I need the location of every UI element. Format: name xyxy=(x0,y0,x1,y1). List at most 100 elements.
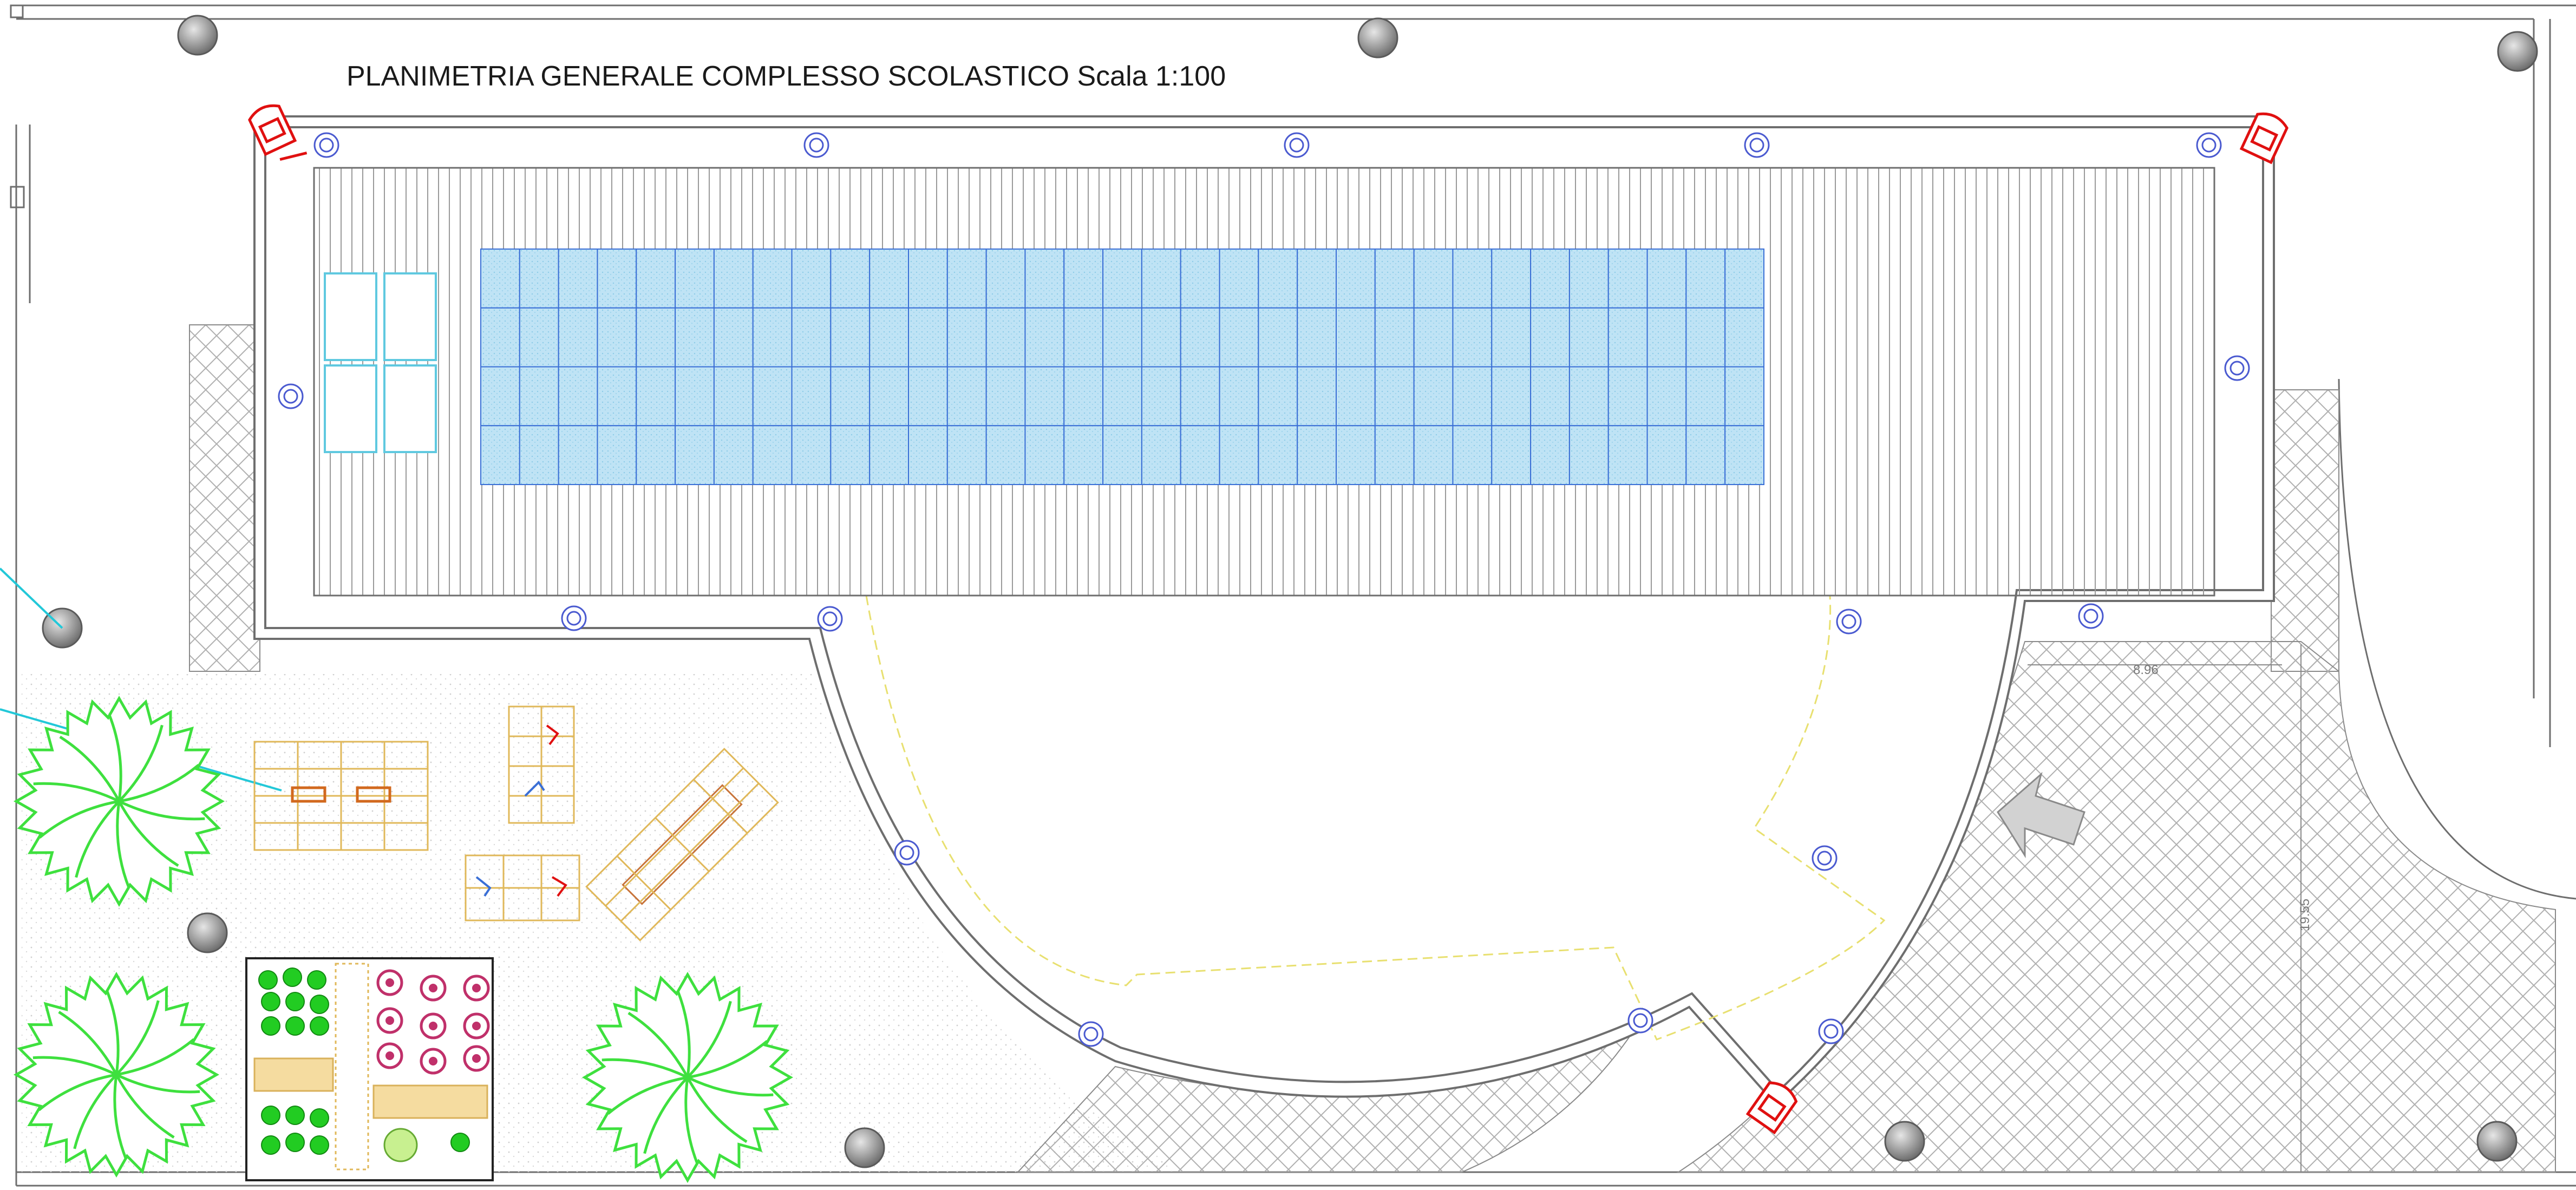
solar-panel xyxy=(752,425,793,485)
solar-panel xyxy=(1024,249,1065,309)
solar-panel xyxy=(1530,425,1570,485)
dimension-width-label: 8.96 xyxy=(2133,663,2159,677)
paving-areas xyxy=(189,324,2556,1173)
solar-panel xyxy=(558,249,598,309)
solar-panel xyxy=(480,366,520,427)
shrub-icon xyxy=(450,1133,470,1152)
solar-panel xyxy=(830,425,871,485)
skylight xyxy=(324,364,377,453)
solar-panel xyxy=(1374,249,1415,309)
solar-panel xyxy=(1607,307,1648,368)
solar-panel xyxy=(1646,307,1687,368)
lamp-post-icon xyxy=(2497,31,2538,72)
solar-panel xyxy=(908,425,948,485)
solar-panel xyxy=(1141,366,1181,427)
security-camera-icon xyxy=(2239,112,2289,165)
solar-panel xyxy=(1607,366,1648,427)
solar-panel xyxy=(597,366,637,427)
solar-panel xyxy=(1336,366,1376,427)
ceiling-light-icon xyxy=(1744,132,1770,158)
light-fixtures xyxy=(278,132,2250,1047)
dimension-height-label: 19.55 xyxy=(2298,899,2312,931)
garden-flowers xyxy=(376,969,490,1075)
solar-panel xyxy=(830,249,871,309)
solar-panel xyxy=(946,307,987,368)
solar-panel xyxy=(675,366,715,427)
solar-panel xyxy=(752,249,793,309)
trees xyxy=(13,695,794,1184)
solar-panel xyxy=(946,425,987,485)
entrance-arrow-icon xyxy=(1997,771,2085,859)
courtyard-dashed-line xyxy=(865,595,1886,1041)
solar-panel xyxy=(1568,249,1609,309)
shrub-icon xyxy=(261,1106,280,1125)
solar-panel xyxy=(1336,307,1376,368)
solar-panel xyxy=(1180,366,1220,427)
lamp-posts xyxy=(42,15,2538,1168)
shrub-icon xyxy=(383,1128,418,1162)
solar-panel xyxy=(675,249,715,309)
ceiling-light-icon xyxy=(2196,132,2222,158)
solar-panel xyxy=(480,307,520,368)
solar-panel xyxy=(1141,307,1181,368)
solar-panel xyxy=(1063,249,1104,309)
dimension-lines xyxy=(2028,644,2302,1172)
solar-panel xyxy=(985,249,1026,309)
tree-icon xyxy=(13,971,220,1178)
solar-panel xyxy=(636,307,676,368)
solar-panel xyxy=(1297,366,1337,427)
shrub-icon xyxy=(310,1108,329,1128)
solar-panel xyxy=(830,307,871,368)
solar-panel xyxy=(1063,366,1104,427)
lamp-post-icon xyxy=(177,15,218,56)
solar-panel xyxy=(946,249,987,309)
drawing-title: PLANIMETRIA GENERALE COMPLESSO SCOLASTIC… xyxy=(346,61,1226,92)
solar-panel xyxy=(1024,307,1065,368)
solar-panel xyxy=(791,249,832,309)
solar-panel xyxy=(636,249,676,309)
solar-panel xyxy=(480,425,520,485)
garden-box xyxy=(245,957,494,1181)
solar-panel xyxy=(1180,307,1220,368)
solar-panel xyxy=(713,425,754,485)
solar-panel xyxy=(1258,366,1298,427)
bench-area xyxy=(253,741,429,851)
solar-panel xyxy=(558,425,598,485)
shrub-icon xyxy=(285,992,305,1011)
solar-panel xyxy=(1102,249,1142,309)
skylight xyxy=(383,364,437,453)
lamp-post-icon xyxy=(1357,17,1398,58)
solar-panel xyxy=(1063,307,1104,368)
solar-panel xyxy=(1141,425,1181,485)
solar-panel xyxy=(1452,307,1493,368)
shrub-icon xyxy=(307,970,326,990)
ceiling-light-icon xyxy=(894,840,920,866)
solar-panel xyxy=(1102,425,1142,485)
solar-panel xyxy=(1219,425,1259,485)
shrub-icon xyxy=(283,967,302,987)
solar-panel xyxy=(636,425,676,485)
solar-panel xyxy=(1297,249,1337,309)
solar-panel xyxy=(1336,425,1376,485)
ceiling-light-icon xyxy=(1078,1021,1104,1047)
solar-panel xyxy=(713,366,754,427)
solar-panel xyxy=(1063,425,1104,485)
solar-panel xyxy=(1374,307,1415,368)
solar-panel xyxy=(1452,425,1493,485)
ceiling-light-icon xyxy=(803,132,829,158)
solar-panel xyxy=(908,249,948,309)
security-cameras xyxy=(248,104,2289,1135)
lamp-post-icon xyxy=(2476,1121,2518,1162)
solar-panel xyxy=(558,307,598,368)
play-area xyxy=(465,854,580,921)
solar-panel xyxy=(480,249,520,309)
solar-panel xyxy=(1724,366,1765,427)
solar-panel xyxy=(519,249,559,309)
ceiling-light-icon xyxy=(1818,1018,1844,1044)
solar-panel xyxy=(1685,307,1726,368)
ceiling-light-icon xyxy=(1836,609,1862,635)
solar-panel xyxy=(1452,366,1493,427)
solar-panel xyxy=(1258,249,1298,309)
solar-panel xyxy=(985,366,1026,427)
